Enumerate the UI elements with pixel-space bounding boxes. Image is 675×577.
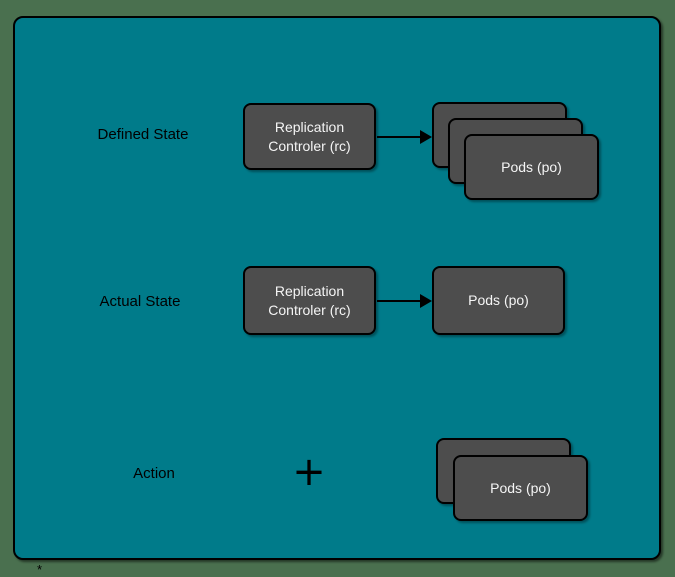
arrow-actual-line — [377, 300, 421, 302]
node-replication-controller-actual: Replication Controler (rc) — [243, 266, 376, 335]
arrow-defined-line — [377, 136, 421, 138]
plus-icon: + — [292, 449, 326, 495]
node-pods-defined-label: Pods (po) — [501, 158, 562, 175]
node-pods-action-front: Pods (po) — [453, 455, 588, 521]
row-label-action: Action — [133, 465, 175, 482]
node-replication-controller-defined: Replication Controler (rc) — [243, 103, 376, 170]
node-replication-controller-actual-label: Replication Controler (rc) — [268, 282, 351, 318]
row-label-actual-state: Actual State — [99, 293, 181, 310]
node-pods-action-label: Pods (po) — [490, 479, 551, 496]
arrow-defined-head-icon — [420, 130, 432, 144]
node-replication-controller-defined-label: Replication Controler (rc) — [268, 118, 351, 154]
row-label-defined-state: Defined State — [97, 126, 189, 143]
node-pods-actual-label: Pods (po) — [468, 292, 529, 309]
arrow-actual-head-icon — [420, 294, 432, 308]
node-pods-actual: Pods (po) — [432, 266, 565, 335]
footnote-asterisk: * — [37, 562, 43, 577]
node-pods-defined-front: Pods (po) — [464, 134, 599, 200]
diagram-panel: Defined State Replication Controler (rc)… — [13, 16, 661, 560]
